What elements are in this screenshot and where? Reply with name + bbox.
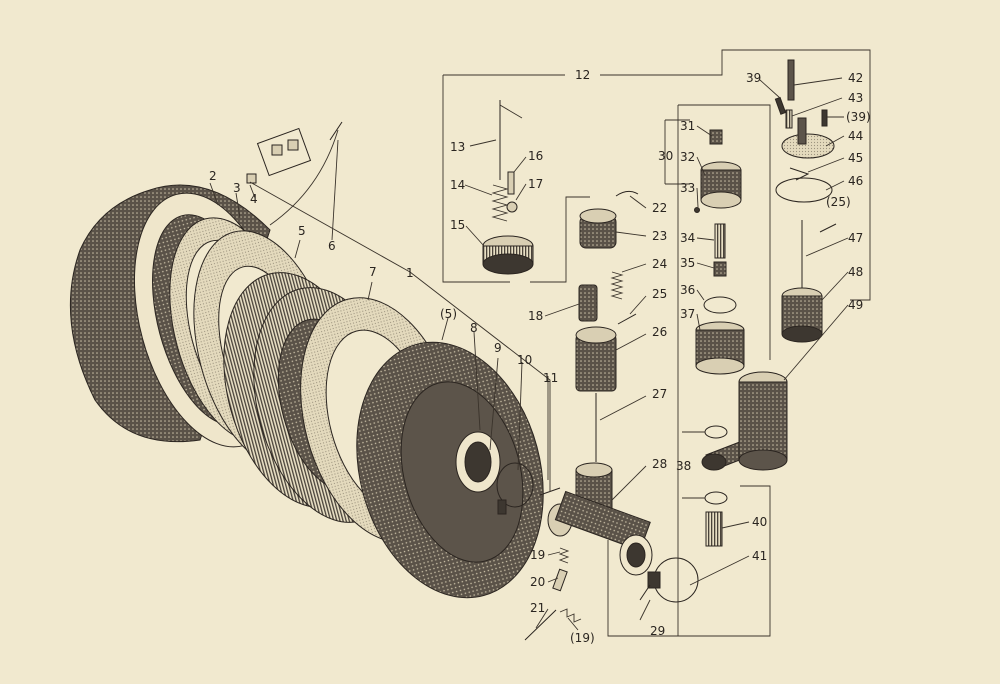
label-23: 23 bbox=[652, 229, 667, 243]
label-7: 7 bbox=[369, 265, 377, 279]
label-34: 34 bbox=[680, 231, 695, 245]
throttle-valve bbox=[579, 208, 617, 249]
label-21: 21 bbox=[530, 601, 545, 615]
label-29: 29 bbox=[650, 624, 665, 638]
intake-clamp bbox=[639, 557, 699, 603]
float-chamber-assembly bbox=[694, 59, 837, 547]
label-19: 19 bbox=[530, 548, 545, 562]
air-filter-assembly bbox=[69, 121, 561, 599]
needle-clip bbox=[615, 190, 639, 197]
label-22: 22 bbox=[652, 201, 667, 215]
label-5-ref: (5) bbox=[440, 307, 457, 321]
label-18: 18 bbox=[528, 309, 543, 323]
banjo-bolt bbox=[705, 511, 723, 547]
idle-screw bbox=[552, 568, 568, 592]
washer-lower bbox=[704, 491, 728, 505]
needle-jet bbox=[714, 223, 726, 259]
label-20: 20 bbox=[530, 575, 545, 589]
label-11: 11 bbox=[543, 371, 558, 385]
label-39: 39 bbox=[746, 71, 761, 85]
label-8: 8 bbox=[470, 321, 478, 335]
cover-screw-2 bbox=[821, 109, 828, 127]
float-chamber-lid bbox=[781, 117, 835, 159]
throttle-slide bbox=[575, 326, 617, 392]
label-31: 31 bbox=[680, 119, 695, 133]
float bbox=[781, 287, 823, 343]
clip-detail-inset bbox=[256, 127, 312, 177]
label-1: 1 bbox=[406, 266, 414, 280]
label-43: 43 bbox=[848, 91, 863, 105]
label-35: 35 bbox=[680, 256, 695, 270]
label-2: 2 bbox=[209, 169, 217, 183]
label-3: 3 bbox=[233, 181, 241, 195]
label-14: 14 bbox=[450, 178, 465, 192]
valve-spring bbox=[610, 271, 624, 300]
spring-wire bbox=[269, 129, 339, 226]
idle-spring bbox=[558, 547, 570, 564]
mixture-screw bbox=[524, 609, 557, 641]
washer-upper bbox=[704, 425, 728, 439]
label-16: 16 bbox=[528, 149, 543, 163]
float-bowl bbox=[738, 371, 788, 471]
label-17: 17 bbox=[528, 177, 543, 191]
part-labels: 1 2 3 4 5 (5) 6 7 8 9 10 11 12 13 14 15 … bbox=[209, 68, 871, 645]
hose-clamp bbox=[496, 462, 534, 515]
label-40: 40 bbox=[752, 515, 767, 529]
label-6: 6 bbox=[328, 239, 336, 253]
float-chamber-cover bbox=[700, 161, 742, 209]
chamber-gasket bbox=[775, 177, 833, 203]
label-5: 5 bbox=[298, 224, 306, 238]
label-30: 30 bbox=[658, 149, 673, 163]
label-10: 10 bbox=[517, 353, 532, 367]
label-44: 44 bbox=[848, 129, 863, 143]
tickler-rod bbox=[787, 59, 795, 101]
label-32: 32 bbox=[680, 150, 695, 164]
label-41: 41 bbox=[752, 549, 767, 563]
jet-holder bbox=[695, 321, 745, 375]
label-9: 9 bbox=[494, 341, 502, 355]
tickler-spring bbox=[785, 109, 793, 129]
label-39-ref: (39) bbox=[846, 110, 871, 124]
label-45: 45 bbox=[848, 151, 863, 165]
label-19-ref: (19) bbox=[570, 631, 595, 645]
wire-screw bbox=[329, 121, 343, 141]
retaining-pin bbox=[617, 313, 637, 325]
lock-nut bbox=[506, 201, 518, 213]
label-27: 27 bbox=[652, 387, 667, 401]
label-4: 4 bbox=[250, 192, 258, 206]
cover-screw bbox=[774, 96, 787, 115]
leader-lines bbox=[209, 49, 871, 637]
label-25-ref: (25) bbox=[826, 195, 851, 209]
label-33: 33 bbox=[680, 181, 695, 195]
o-ring bbox=[703, 296, 737, 314]
label-36: 36 bbox=[680, 283, 695, 297]
stop-screw bbox=[507, 171, 515, 195]
label-48: 48 bbox=[848, 265, 863, 279]
label-26: 26 bbox=[652, 325, 667, 339]
label-46: 46 bbox=[848, 174, 863, 188]
label-28: 28 bbox=[652, 457, 667, 471]
throttle-spring bbox=[491, 184, 509, 222]
label-38: 38 bbox=[676, 459, 691, 473]
label-42: 42 bbox=[848, 71, 863, 85]
slide-block bbox=[578, 284, 598, 322]
label-24: 24 bbox=[652, 257, 667, 271]
label-49: 49 bbox=[848, 298, 863, 312]
label-47: 47 bbox=[848, 231, 863, 245]
label-15: 15 bbox=[450, 218, 465, 232]
jet-nut bbox=[709, 129, 723, 145]
spacer-pin bbox=[819, 223, 837, 233]
label-12: 12 bbox=[575, 68, 590, 82]
main-jet bbox=[713, 261, 727, 277]
carburetor-assembly bbox=[482, 100, 699, 641]
label-13: 13 bbox=[450, 140, 465, 154]
small-ball bbox=[694, 207, 700, 213]
label-25: 25 bbox=[652, 287, 667, 301]
label-37: 37 bbox=[680, 307, 695, 321]
clip bbox=[246, 173, 257, 184]
mixture-spring bbox=[559, 608, 582, 623]
carburetor-body bbox=[547, 462, 653, 576]
